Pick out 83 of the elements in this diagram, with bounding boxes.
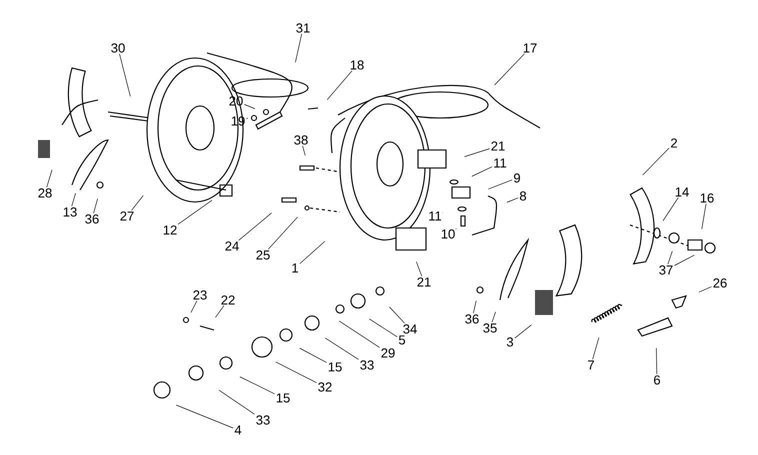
callout-number: 24 (225, 241, 239, 251)
leader-line (338, 320, 380, 348)
callout-number: 27 (120, 211, 134, 221)
leader-line (93, 198, 98, 214)
leader-line (215, 305, 224, 318)
callout-number: 11 (429, 212, 442, 220)
callout-number: 34 (403, 324, 417, 334)
callout-number: 2 (671, 138, 677, 148)
leader-line (299, 348, 327, 363)
leader-line (131, 195, 144, 211)
leader-line (472, 166, 492, 177)
leader-line (506, 198, 518, 203)
leader-line (514, 324, 532, 338)
leader-line (389, 306, 405, 324)
callout-number: 22 (221, 295, 235, 305)
leader-line (240, 376, 275, 394)
leader-line (302, 146, 306, 156)
leader-line (464, 148, 490, 157)
callout-number: 37 (659, 265, 673, 275)
callout-number: 16 (700, 193, 714, 203)
leader-line (473, 300, 476, 314)
leader-line (494, 53, 525, 86)
callout-number: 38 (294, 135, 308, 145)
leader-line (488, 180, 512, 190)
leader-line (642, 148, 670, 176)
callout-number: 9 (514, 173, 520, 183)
callout-number: 5 (398, 335, 406, 345)
leader-line (492, 312, 496, 322)
leader-line (668, 250, 673, 264)
callout-number: 15 (276, 393, 290, 403)
callout-number: 8 (520, 191, 526, 201)
callout-number: 31 (296, 23, 310, 33)
callout-number: 7 (588, 360, 594, 370)
leader-line (662, 197, 679, 222)
leader-line (300, 241, 326, 264)
leader-line (326, 70, 352, 100)
callout-number: 4 (234, 426, 242, 434)
leader-line (238, 212, 272, 241)
callout-number: 15 (328, 362, 342, 372)
callout-number: 18 (350, 60, 364, 70)
leader-line (119, 54, 131, 97)
callout-number: 12 (164, 225, 177, 235)
callout-number: 36 (85, 214, 99, 224)
callout-number: 33 (256, 415, 270, 425)
callout-number: 10 (442, 229, 455, 239)
callout-number: 21 (491, 141, 505, 151)
leader-line (369, 318, 398, 338)
callout-number: 13 (64, 207, 77, 217)
leader-line (244, 104, 256, 109)
leader-line (190, 300, 198, 313)
callout-number: 1 (292, 264, 298, 272)
leader-line (592, 337, 600, 360)
callout-number: 23 (193, 290, 207, 300)
callout-number: 14 (676, 188, 689, 196)
callout-number: 6 (654, 375, 660, 385)
leader-line (416, 261, 422, 277)
callout-number: 17 (524, 44, 537, 52)
leader-line (246, 118, 248, 119)
callout-number: 29 (381, 348, 395, 358)
leader-line (46, 170, 52, 188)
leader-line (268, 216, 298, 250)
callout-number: 35 (483, 323, 497, 333)
leader-line (674, 254, 695, 266)
leader-line (702, 204, 706, 230)
leader-line (276, 362, 317, 383)
callout-number: 30 (111, 43, 125, 53)
callout-number: 32 (318, 382, 332, 392)
leader-line (71, 192, 76, 206)
callout-number: 33 (360, 360, 374, 370)
callout-number: 25 (256, 250, 270, 260)
leader-line (176, 404, 234, 428)
callout-number: 26 (713, 278, 727, 288)
callout-number: 21 (417, 277, 431, 287)
leader-line (295, 34, 302, 63)
leader-line (178, 200, 212, 225)
leader-line (218, 390, 255, 415)
callout-number: 28 (38, 188, 52, 198)
leader-line (656, 348, 658, 374)
leader-line (324, 338, 359, 360)
callout-number: 3 (506, 337, 514, 347)
callout-number: 36 (465, 314, 479, 324)
callout-number: 11 (494, 158, 506, 168)
leader-line (698, 286, 712, 292)
